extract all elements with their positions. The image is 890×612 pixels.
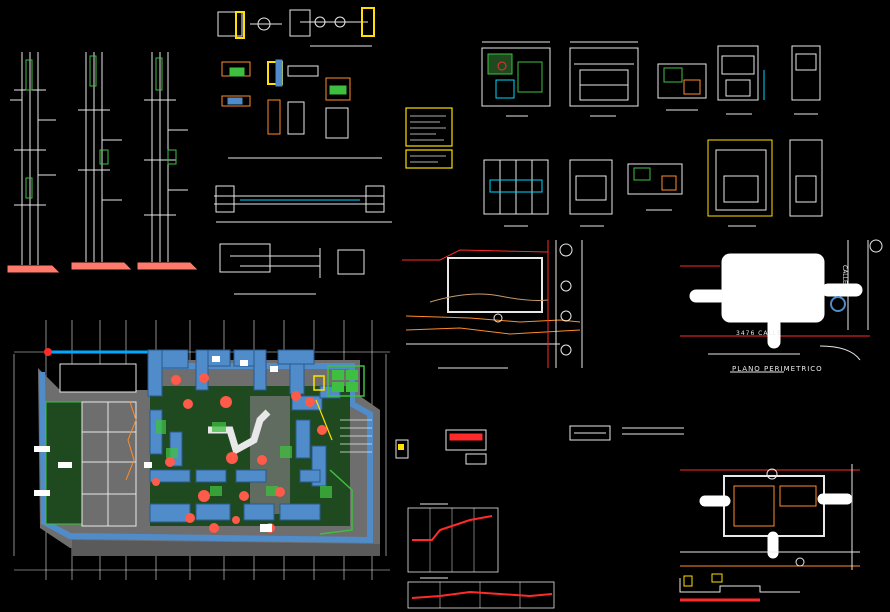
site-section [679,573,800,602]
street-label-2: CALLE [841,265,848,284]
main-floor-plan [13,320,409,580]
perimeter-plan-title: PLANO PERIMETRICO [732,365,823,373]
center-details [445,425,684,465]
construction-details [214,7,392,295]
wall-section-1 [7,52,60,273]
wall-section-details [7,52,198,273]
elevation-profile-2 [407,577,555,609]
street-label: 3476 CALLE [736,330,782,337]
legend-box [405,107,453,169]
wall-section-3 [137,52,198,270]
elevation-profile-1 [407,503,499,573]
location-plan [680,464,860,570]
bathroom-details [481,41,823,227]
site-plan [402,240,583,369]
wall-section-2 [71,52,132,270]
perimeter-plan [680,239,883,373]
